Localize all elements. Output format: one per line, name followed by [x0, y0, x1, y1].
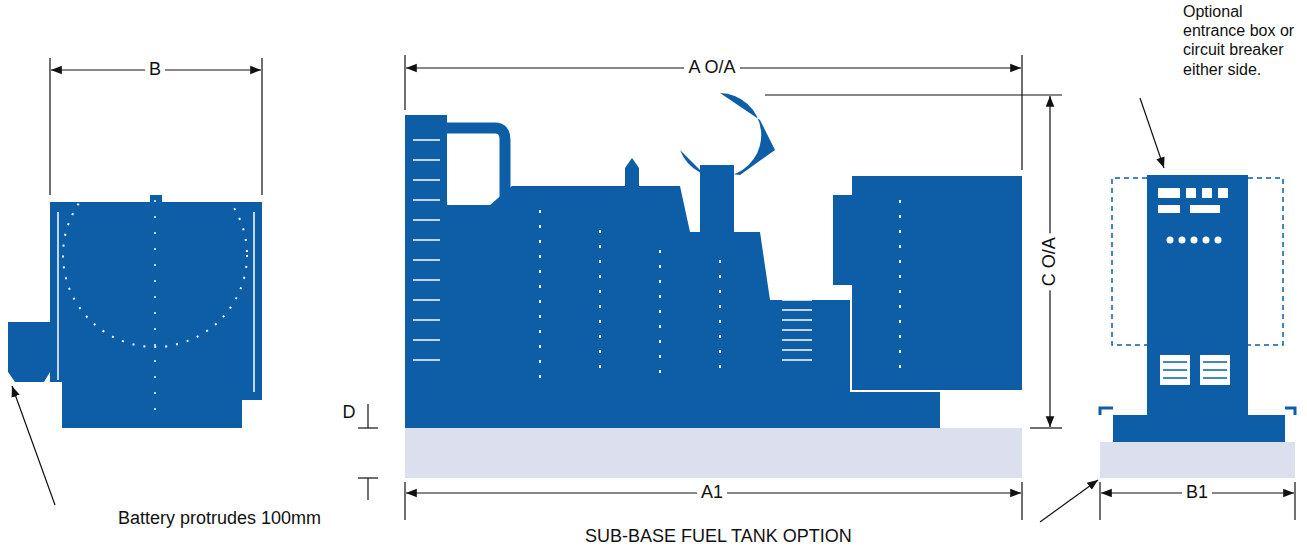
- turbo-housing: [680, 93, 775, 177]
- radiator-grille: [413, 140, 440, 360]
- dimension-label: B1: [1182, 482, 1212, 504]
- fan-outline: [63, 163, 247, 347]
- end-view: [8, 120, 262, 428]
- vent-grid: [782, 300, 812, 360]
- filler-cap: [150, 195, 162, 203]
- louvres: [1163, 362, 1227, 378]
- note-text: Optional entrance box or circuit breaker…: [1183, 2, 1301, 79]
- side-view: [405, 93, 1022, 428]
- hose: [447, 128, 505, 200]
- note-text: SUB-BASE FUEL TANK OPTION: [585, 526, 852, 548]
- sub-base-tank-end: [1100, 442, 1295, 478]
- rail: [57, 212, 59, 380]
- radiator: [405, 115, 447, 415]
- note-text: Battery protrudes 100mm: [118, 508, 321, 530]
- sub-base-tank: [405, 428, 1022, 478]
- filler: [625, 158, 639, 186]
- battery: [8, 322, 50, 382]
- rail: [253, 212, 255, 392]
- rail-end: [1100, 408, 1113, 415]
- control-view: [1100, 175, 1295, 442]
- dimension-label: B: [145, 59, 165, 81]
- dimension-lines: [50, 55, 1295, 520]
- engine-details: [540, 200, 900, 380]
- control-panel: [1147, 175, 1248, 420]
- base-frame: [405, 392, 940, 428]
- turbo-inner: [690, 107, 746, 163]
- end-body: [50, 202, 262, 428]
- centre-dots: [154, 120, 156, 420]
- dimension-label: D: [343, 402, 356, 424]
- panel-meters: [1158, 188, 1230, 385]
- alternator-box: [833, 195, 853, 285]
- alternator: [852, 176, 1022, 390]
- dimension-label: C O/A: [1039, 233, 1061, 290]
- optional-box-outline: [1112, 178, 1283, 345]
- dimension-label: A O/A: [684, 57, 739, 79]
- leader-lines: [12, 98, 1164, 522]
- engine-block: [447, 186, 850, 395]
- dimension-label: A1: [697, 482, 727, 504]
- rail-end: [1285, 408, 1295, 415]
